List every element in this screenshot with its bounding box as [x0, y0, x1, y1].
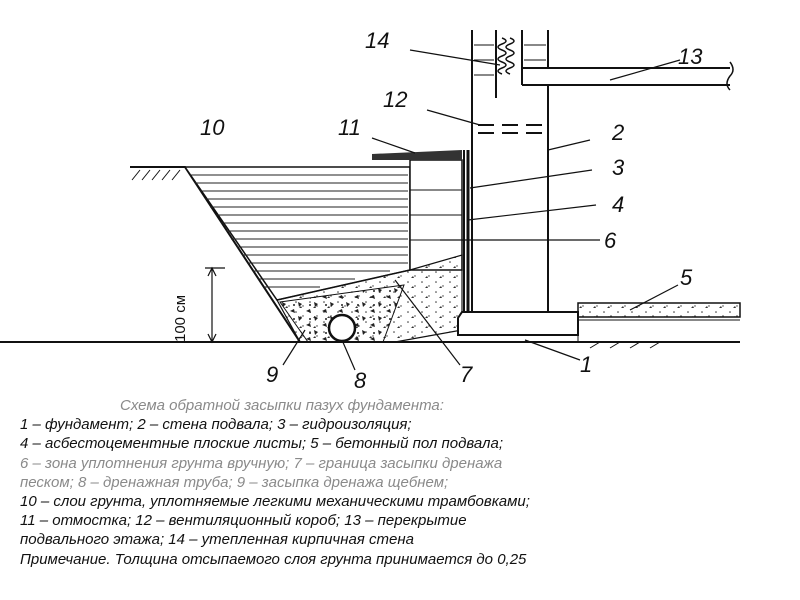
- diagram-caption: Схема обратной засыпки пазух фундамента:…: [20, 396, 790, 569]
- label-6: 6: [604, 228, 617, 253]
- basement-wall: [471, 30, 549, 312]
- caption-line: 10 – слои грунта, уплотняемые легкими ме…: [20, 493, 530, 511]
- label-3: 3: [612, 155, 625, 180]
- brick-wall: [474, 30, 549, 98]
- caption-line: песком; 8 – дренажная труба; 9 – засыпка…: [20, 473, 449, 491]
- label-9: 9: [266, 362, 278, 387]
- floor-slab: [522, 61, 734, 91]
- waterproofing: [463, 150, 470, 312]
- label-8: 8: [354, 368, 367, 393]
- label-12: 12: [383, 87, 407, 112]
- caption-line: 6 – зона уплотнения грунта вручную; 7 – …: [20, 454, 503, 472]
- caption-line: подвального этажа; 14 – утепленная кирпи…: [20, 531, 414, 549]
- label-13: 13: [678, 44, 703, 69]
- concrete-floor: [577, 302, 741, 321]
- label-2: 2: [611, 120, 624, 145]
- label-5: 5: [680, 265, 693, 290]
- blind-area: [372, 150, 462, 160]
- dimension-label: 100 см: [172, 295, 189, 342]
- base-line: [0, 335, 740, 349]
- caption-line: 4 – асбестоцементные плоские листы; 5 – …: [20, 435, 504, 453]
- caption-line: 11 – отмостка; 12 – вентиляционный короб…: [20, 512, 467, 530]
- dimension-100cm: [205, 266, 225, 344]
- caption-title: Схема обратной засыпки пазух фундамента:: [120, 397, 444, 414]
- hand-compaction-zone: [409, 159, 463, 271]
- label-4: 4: [612, 192, 624, 217]
- soil-layers: [183, 166, 411, 301]
- footing: [457, 311, 579, 336]
- label-10: 10: [200, 115, 225, 140]
- label-7: 7: [460, 362, 473, 387]
- label-11: 11: [338, 115, 361, 140]
- caption-line: 1 – фундамент; 2 – стена подвала; 3 – ги…: [20, 416, 412, 434]
- caption-line: Примечание. Толщина отсыпаемого слоя гру…: [20, 550, 527, 568]
- label-14: 14: [365, 28, 389, 53]
- label-1: 1: [580, 352, 592, 377]
- sand-drainage: [276, 254, 463, 343]
- foundation-backfill-diagram: 100 см 14 12 11 10 2 3 4 6 13 5 1 7 8 9: [0, 28, 741, 393]
- leader-lines: [282, 49, 681, 371]
- drain-pipe: [327, 313, 357, 343]
